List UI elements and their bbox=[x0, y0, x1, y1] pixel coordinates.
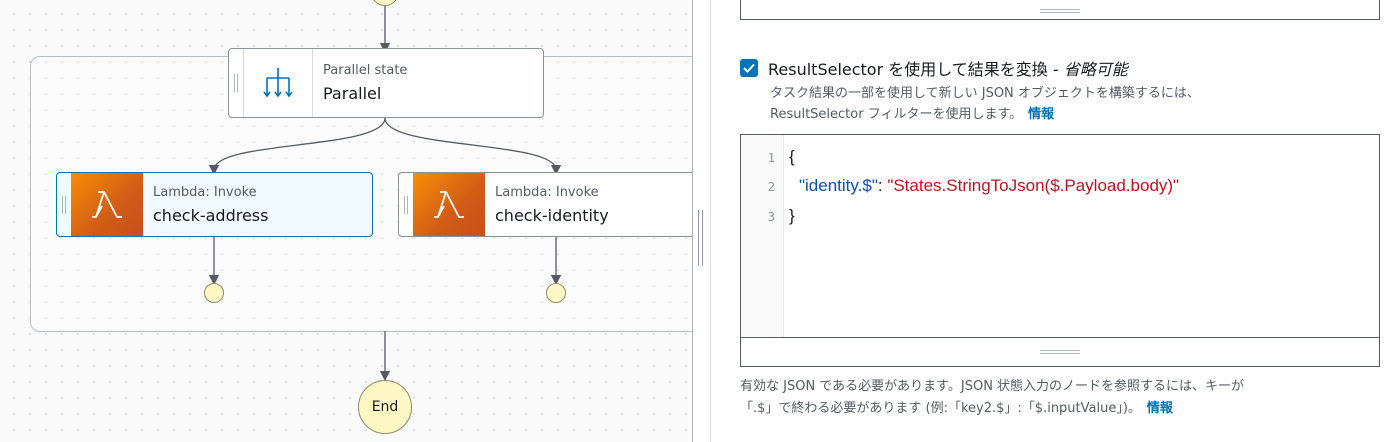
end-label: End bbox=[371, 399, 399, 415]
panel-resize-handle[interactable] bbox=[698, 210, 704, 266]
result-selector-description: タスク結果の一部を使用して新しい JSON オブジェクトを構築するには、 Res… bbox=[770, 83, 1330, 125]
drag-handle[interactable] bbox=[229, 49, 243, 117]
code-line-1: { bbox=[789, 147, 795, 166]
node-type-label: Lambda: Invoke bbox=[495, 184, 599, 200]
info-link[interactable]: 情報 bbox=[1028, 107, 1055, 122]
previous-editor-bottom bbox=[740, 0, 1380, 20]
node-type-label: Lambda: Invoke bbox=[153, 184, 257, 200]
inspector-border bbox=[710, 0, 711, 442]
branch-end-terminal bbox=[204, 283, 224, 303]
result-selector-title: ResultSelector を使用して結果を変換 - 省略可能 bbox=[768, 60, 1128, 79]
branch-end-terminal bbox=[546, 283, 566, 303]
info-link[interactable]: 情報 bbox=[1146, 401, 1173, 416]
node-name: Parallel bbox=[323, 84, 382, 103]
lambda-node-check-identity[interactable]: Lambda: Invoke check-identity bbox=[398, 172, 692, 237]
description-line: ResultSelector フィルターを使用します。 bbox=[770, 107, 1023, 122]
json-string-value: "States.StringToJson($.Payload.body)" bbox=[887, 176, 1180, 195]
json-code-editor[interactable]: 1 2 3 { "identity.$": "States.StringToJs… bbox=[740, 134, 1380, 367]
description-line: タスク結果の一部を使用して新しい JSON オブジェクトを構築するには、 bbox=[770, 86, 1200, 101]
lambda-icon bbox=[71, 173, 143, 236]
code-line-2: "identity.$": "States.StringToJson($.Pay… bbox=[799, 176, 1179, 196]
lambda-node-check-address[interactable]: Lambda: Invoke check-address bbox=[56, 172, 373, 237]
connector-parallel-to-check-identity bbox=[384, 117, 562, 176]
hint-line: 有効な JSON である必要があります。JSON 状態入力のノードを参照するには… bbox=[740, 379, 1245, 394]
lambda-icon bbox=[413, 173, 485, 236]
workflow-connectors bbox=[208, 0, 562, 382]
connector-parallel-to-check-address bbox=[208, 117, 386, 176]
checkmark-icon bbox=[743, 63, 755, 73]
json-key: "identity.$" bbox=[799, 176, 878, 195]
node-name: check-address bbox=[153, 205, 269, 225]
drag-handle[interactable] bbox=[57, 173, 71, 236]
hint-line: 「.$」で終わる必要があります (例:「key2.$」:「$.inputValu… bbox=[740, 401, 1141, 416]
node-type-label: Parallel state bbox=[323, 63, 408, 78]
validation-hint: 有効な JSON である必要があります。JSON 状態入力のノードを参照するには… bbox=[740, 376, 1390, 420]
line-number-gutter: 1 2 3 bbox=[741, 135, 784, 338]
parallel-state-node[interactable]: Parallel state Parallel bbox=[228, 48, 544, 118]
editor-resize-handle[interactable] bbox=[741, 3, 1379, 19]
line-number: 2 bbox=[767, 180, 775, 194]
node-name: check-identity bbox=[495, 205, 609, 225]
workflow-canvas[interactable]: Parallel state Parallel Lambda: Invoke c… bbox=[0, 0, 692, 442]
optional-label: 省略可能 bbox=[1063, 60, 1128, 79]
drag-handle[interactable] bbox=[399, 173, 413, 236]
result-selector-header: ResultSelector を使用して結果を変換 - 省略可能 bbox=[740, 56, 1128, 80]
line-number: 3 bbox=[767, 210, 775, 224]
line-number: 1 bbox=[767, 151, 775, 165]
end-state-node[interactable]: End bbox=[358, 380, 412, 434]
panel-divider bbox=[692, 0, 693, 442]
code-line-3: } bbox=[789, 206, 795, 225]
parallel-icon bbox=[243, 49, 313, 117]
json-colon: : bbox=[877, 176, 888, 195]
result-selector-checkbox[interactable] bbox=[740, 59, 758, 77]
editor-resize-handle[interactable] bbox=[741, 337, 1379, 366]
